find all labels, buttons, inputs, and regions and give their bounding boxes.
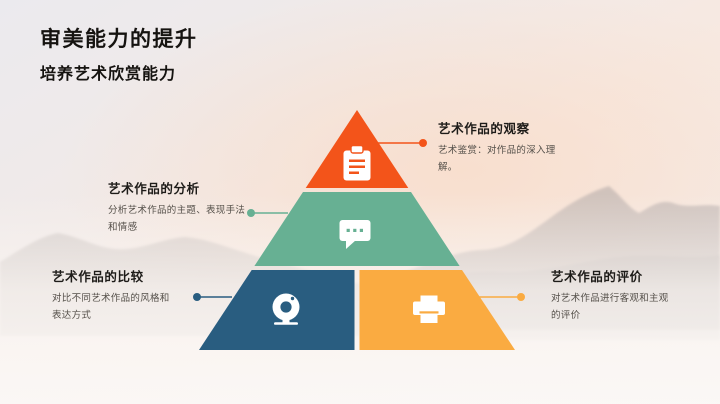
clipboard-icon (343, 144, 371, 181)
label-title-evaluate: 艺术作品的评价 (551, 270, 643, 284)
label-desc-observe: 艺术鉴赏：对作品的深入理解。 (438, 145, 556, 173)
label-desc-compare: 对比不同艺术作品的风格和表达方式 (52, 293, 170, 321)
connector-evaluate (478, 293, 525, 301)
slide-header: 审美能力的提升 培养艺术欣赏能力 (40, 28, 198, 84)
label-block-compare: 艺术作品的比较 对比不同艺术作品的风格和表达方式 (52, 266, 172, 324)
printer-icon (413, 295, 445, 323)
label-desc-analyze: 分析艺术作品的主题、表现手法和情感 (108, 205, 246, 233)
chat-dots-icon (339, 220, 371, 249)
connector-compare (193, 293, 232, 301)
page-title: 审美能力的提升 (40, 28, 198, 51)
connector-observe (378, 139, 427, 147)
label-title-observe: 艺术作品的观察 (438, 122, 530, 136)
label-title-compare: 艺术作品的比较 (52, 270, 144, 284)
webcam-icon (272, 293, 300, 325)
label-block-evaluate: 艺术作品的评价 对艺术作品进行客观和主观的评价 (551, 266, 669, 324)
connector-dot-observe (419, 139, 427, 147)
connector-dot-analyze (247, 209, 255, 217)
label-title-analyze: 艺术作品的分析 (108, 182, 200, 196)
page-subtitle: 培养艺术欣赏能力 (40, 66, 177, 84)
label-block-observe: 艺术作品的观察 艺术鉴赏：对作品的深入理解。 (438, 118, 558, 176)
connector-dot-compare (193, 293, 201, 301)
connector-dot-evaluate (517, 293, 525, 301)
connector-analyze (247, 209, 288, 217)
label-block-analyze: 艺术作品的分析 分析艺术作品的主题、表现手法和情感 (108, 178, 252, 236)
label-desc-evaluate: 对艺术作品进行客观和主观的评价 (551, 293, 669, 321)
